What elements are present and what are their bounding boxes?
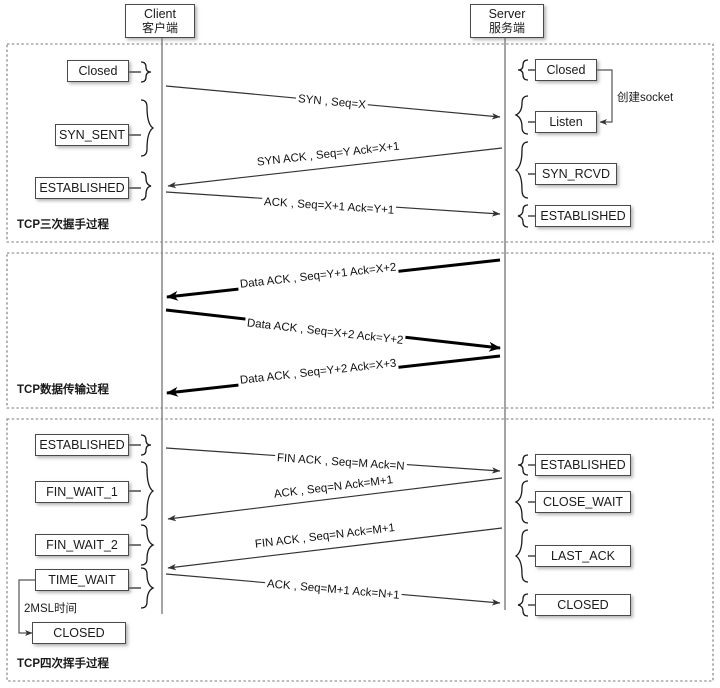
state-client-established-2: ESTABLISHED: [35, 434, 129, 456]
brace-client-synsent: [140, 99, 155, 157]
state-client-closed-2-label: CLOSED: [53, 625, 105, 640]
state-client-syn-sent: SYN_SENT: [55, 124, 129, 146]
state-client-fin-wait-2-label: FIN_WAIT_2: [46, 537, 118, 552]
message-label-data-2: Data ACK , Seq=X+2 Ack=Y+2: [244, 317, 406, 348]
section-caption-teardown: TCP四次挥手过程: [17, 658, 109, 670]
state-server-closed-label: Closed: [546, 62, 586, 77]
state-client-established: ESTABLISHED: [35, 177, 129, 199]
state-server-listen-label: Listen: [549, 114, 583, 129]
brace-client-established: [140, 171, 152, 201]
brace-client-s3-finwait1: [140, 461, 155, 521]
create-socket-connector: [597, 69, 613, 125]
message-label-fin-ack-2: FIN ACK , Seq=N Ack=M+1: [252, 521, 398, 551]
brace-server-listen: [514, 95, 529, 135]
section-caption-handshake: TCP三次握手过程: [17, 219, 109, 231]
message-label-ack: ACK , Seq=X+1 Ack=Y+1: [261, 196, 397, 217]
state-server-syn-rcvd-label: SYN_RCVD: [541, 166, 611, 181]
state-server-established: ESTABLISHED: [535, 205, 631, 227]
brace-client-s3-established: [140, 434, 152, 456]
section-caption-transfer: TCP数据传输过程: [17, 384, 109, 396]
brace-client-s3-finwait2: [140, 524, 155, 566]
state-server-syn-rcvd: SYN_RCVD: [535, 163, 617, 185]
brace-server-s3-closewait: [514, 480, 529, 524]
message-label-ack-n: ACK , Seq=N Ack=M+1: [271, 473, 396, 501]
brace-server-s3-lastack: [514, 529, 529, 583]
state-client-fin-wait-1-label: FIN_WAIT_1: [46, 484, 118, 499]
message-label-data-1: Data ACK , Seq=Y+1 Ack=X+2: [237, 261, 399, 291]
message-label-ack-m: ACK , Seq=M+1 Ack=N+1: [264, 578, 402, 602]
brace-server-closed: [517, 59, 529, 81]
state-client-established-label: ESTABLISHED: [39, 180, 125, 195]
state-client-closed: Closed: [67, 60, 129, 82]
state-server-close-wait: CLOSE_WAIT: [535, 491, 631, 513]
state-client-closed-2: CLOSED: [32, 622, 126, 644]
state-server-listen: Listen: [535, 111, 597, 133]
brace-server-synrcvd: [514, 141, 529, 199]
annotation-create-socket: 创建socket: [617, 92, 674, 104]
state-client-fin-wait-2: FIN_WAIT_2: [35, 534, 129, 556]
state-server-established-2-label: ESTABLISHED: [540, 457, 626, 472]
brace-client-s3-timewait: [140, 567, 155, 609]
message-label-fin-ack-1: FIN ACK , Seq=M Ack=N: [274, 452, 407, 473]
state-client-syn-sent-label: SYN_SENT: [59, 127, 125, 142]
annotation-2msl: 2MSL时间: [24, 603, 78, 615]
state-server-established-2: ESTABLISHED: [535, 454, 631, 476]
participant-client-label-cn: 客户端: [141, 20, 178, 35]
brace-server-s3-established: [517, 454, 529, 476]
brace-server-s3-closed: [517, 593, 529, 617]
participant-client-label-en: Client: [144, 7, 176, 22]
state-server-established-label: ESTABLISHED: [540, 208, 626, 223]
state-server-closed: Closed: [535, 59, 597, 81]
message-label-data-3: Data ACK , Seq=Y+2 Ack=X+3: [237, 357, 399, 387]
message-label-syn: SYN , Seq=X: [295, 93, 369, 112]
state-server-last-ack-label: LAST_ACK: [551, 548, 615, 563]
participant-server-label-en: Server: [488, 7, 526, 22]
state-server-last-ack: LAST_ACK: [535, 545, 631, 567]
participant-server-label-cn: 服务端: [488, 20, 525, 35]
state-server-closed-2: CLOSED: [535, 594, 631, 616]
brace-client-closed: [140, 61, 152, 83]
state-server-closed-2-label: CLOSED: [557, 597, 609, 612]
brace-server-established: [517, 204, 529, 228]
state-client-fin-wait-1: FIN_WAIT_1: [35, 481, 129, 503]
participant-server: Server 服务端: [470, 4, 544, 38]
state-client-closed-label: Closed: [78, 63, 118, 78]
state-client-time-wait-label: TIME_WAIT: [48, 572, 116, 587]
message-label-syn-ack: SYN ACK , Seq=Y Ack=X+1: [254, 140, 403, 169]
state-client-time-wait: TIME_WAIT: [35, 569, 129, 591]
state-client-established-2-label: ESTABLISHED: [39, 437, 125, 452]
participant-client: Client 客户端: [125, 4, 195, 38]
state-server-close-wait-label: CLOSE_WAIT: [542, 494, 624, 509]
